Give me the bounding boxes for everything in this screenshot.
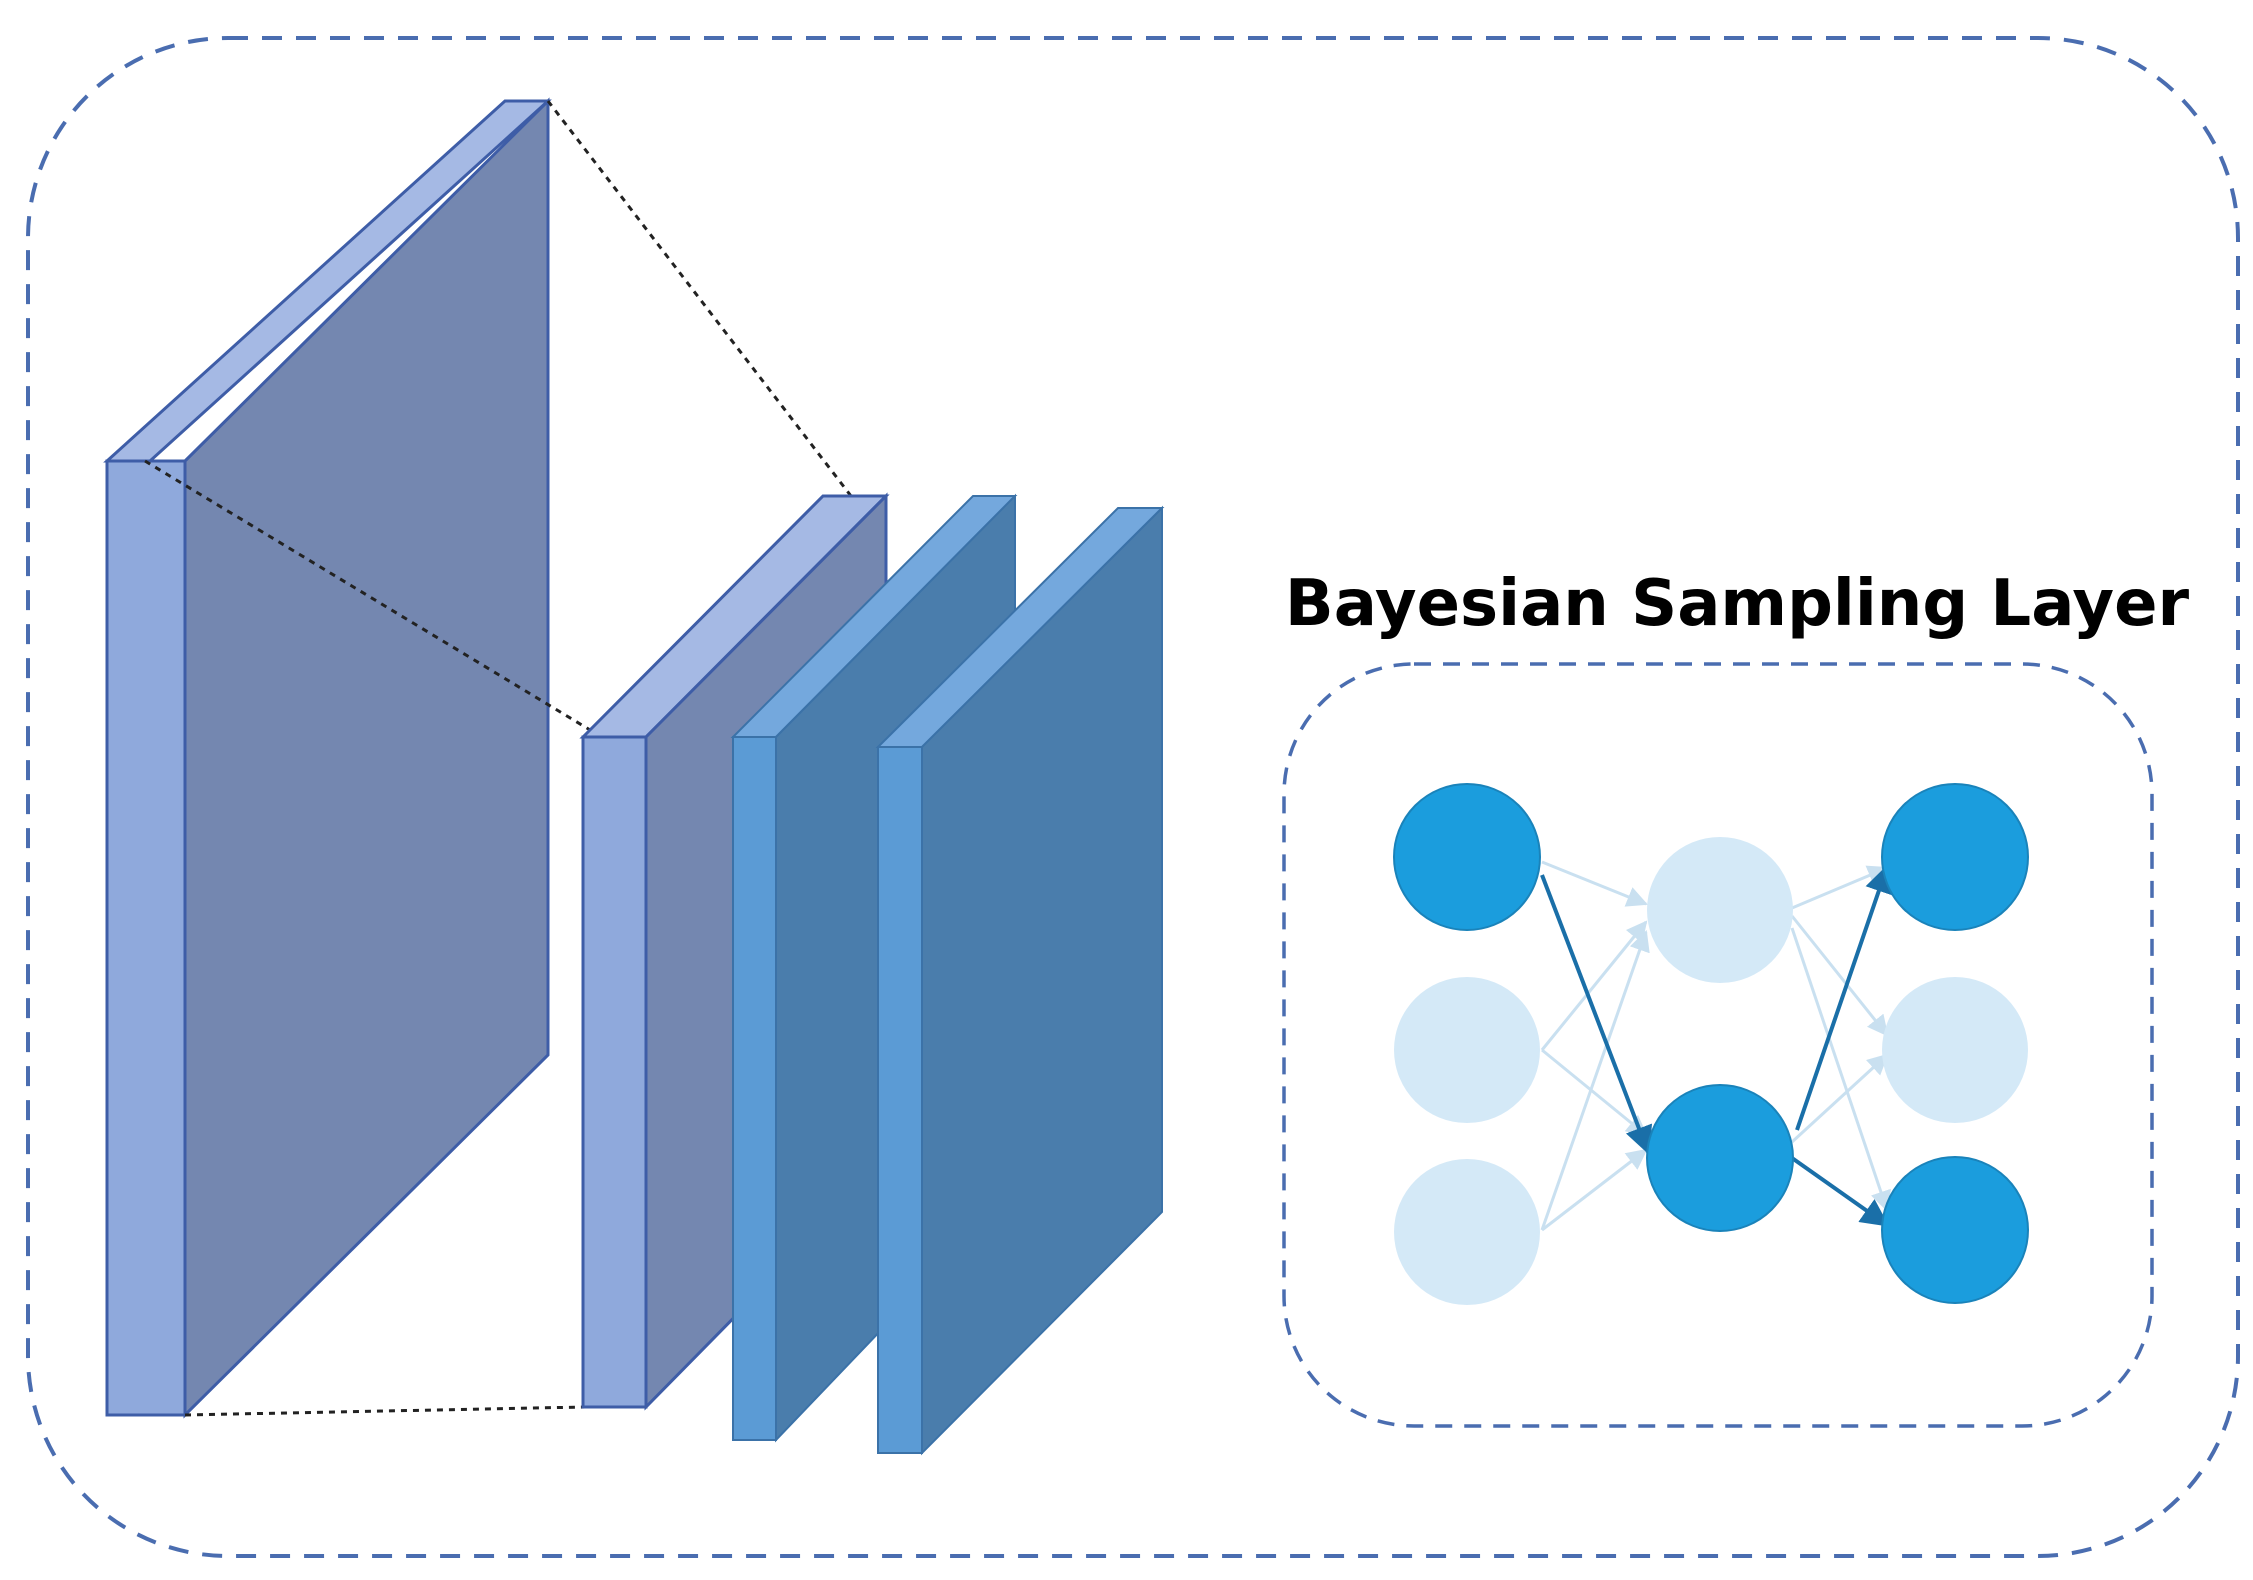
connection-faint bbox=[1790, 915, 1889, 1037]
input-node-inactive bbox=[1394, 977, 1540, 1123]
active-connections bbox=[1540, 864, 1893, 1227]
feature-layer-face bbox=[581, 735, 648, 1409]
input-layer-face bbox=[105, 459, 187, 1417]
input-layer bbox=[103, 97, 552, 1419]
hidden-node-active bbox=[1646, 1084, 1794, 1232]
conv-layer-2-face bbox=[877, 746, 923, 1454]
connection-faint bbox=[1790, 1053, 1889, 1144]
network-nodes bbox=[1393, 783, 2029, 1305]
connection-faint bbox=[1791, 865, 1889, 910]
connection-active bbox=[1795, 864, 1893, 1131]
projection-line-bottom bbox=[184, 1405, 586, 1417]
connection-faint bbox=[1541, 1148, 1648, 1232]
projection-lines bbox=[144, 100, 853, 1417]
connection-faint bbox=[1541, 860, 1648, 907]
outer-frame bbox=[26, 36, 2240, 1558]
output-node-active bbox=[1881, 783, 2029, 931]
connection-active bbox=[1540, 874, 1653, 1155]
connection-faint bbox=[1541, 1048, 1648, 1137]
conv-layer-2 bbox=[875, 505, 1165, 1456]
projection-line-middle bbox=[144, 459, 606, 741]
sampling-layer-frame bbox=[1282, 662, 2154, 1428]
sampling-layer-title: Bayesian Sampling Layer bbox=[1285, 567, 2190, 641]
connection-active bbox=[1790, 1156, 1890, 1227]
output-node-active bbox=[1881, 1156, 2029, 1304]
projection-line-top bbox=[546, 100, 853, 497]
input-node-inactive bbox=[1394, 1159, 1540, 1305]
connection-faint bbox=[1790, 927, 1891, 1212]
input-layer-side bbox=[183, 97, 550, 1419]
output-node-inactive bbox=[1882, 977, 2028, 1123]
conv-layer-1-face bbox=[732, 736, 777, 1441]
hidden-node-inactive bbox=[1647, 837, 1793, 983]
inactive-connections bbox=[1540, 860, 1891, 1232]
connection-faint bbox=[1540, 920, 1648, 1051]
input-node-active bbox=[1393, 783, 1541, 931]
connection-faint bbox=[1540, 930, 1650, 1231]
